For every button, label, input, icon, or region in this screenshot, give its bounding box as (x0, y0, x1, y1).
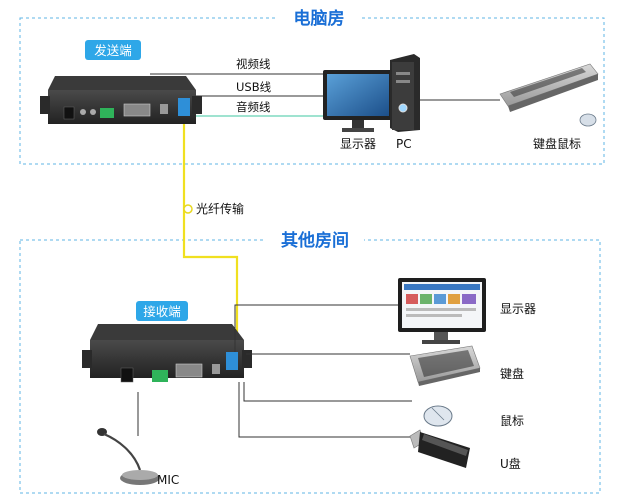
receiver-power-port-icon (120, 367, 134, 383)
top-mouse-icon (579, 113, 597, 127)
bottom-mouse-label: 鼠标 (500, 414, 524, 428)
other-room-title: 其他房间 (281, 230, 349, 251)
pc-label: PC (396, 137, 412, 151)
sfp-module-icon (178, 98, 190, 116)
top-keyboard (499, 63, 599, 127)
pc-tower (390, 54, 420, 132)
keyboard-mouse-label: 键盘鼠标 (533, 136, 581, 151)
mic-label: MIC (157, 473, 179, 487)
top-monitor-label: 显示器 (340, 137, 376, 151)
fiber-cable (182, 112, 239, 352)
receiver-terminal-block-icon (152, 370, 168, 382)
sender-label: 发送端 (94, 43, 132, 58)
receiver-sfp-module-icon (226, 352, 238, 370)
video-cable-label: 视频线 (236, 57, 271, 71)
udisk-label: U盘 (500, 456, 521, 471)
receiver-label: 接收端 (143, 304, 181, 319)
computer-room-title: 电脑房 (294, 8, 345, 29)
receiver-device (82, 324, 252, 383)
bottom-keyboard (409, 345, 481, 386)
receiver-cables (137, 304, 412, 438)
fiber-node-icon (183, 204, 193, 214)
sender-device (40, 76, 202, 124)
bottom-monitor (398, 278, 486, 344)
microphone-icon (97, 428, 160, 485)
dvi-port-icon (123, 103, 151, 117)
terminal-block-icon (100, 108, 114, 118)
computer-room-section: 电脑房 (19, 6, 605, 165)
receiver-tag: 接收端 (136, 301, 188, 321)
usb-drive-icon (409, 429, 470, 468)
fiber-label: 光纤传输 (196, 201, 244, 216)
sender-tag: 发送端 (85, 40, 141, 60)
bottom-mouse-icon (423, 405, 453, 427)
bottom-keyboard-label: 键盘 (500, 366, 524, 381)
audio-cable-label: 音频线 (236, 100, 271, 114)
receiver-dvi-port-icon (175, 363, 203, 378)
other-room-section: 其他房间 (19, 228, 601, 494)
pc-monitor (323, 70, 393, 132)
bottom-monitor-label: 显示器 (500, 302, 536, 316)
power-port-icon (63, 106, 75, 120)
usb-cable-label: USB线 (236, 80, 272, 94)
